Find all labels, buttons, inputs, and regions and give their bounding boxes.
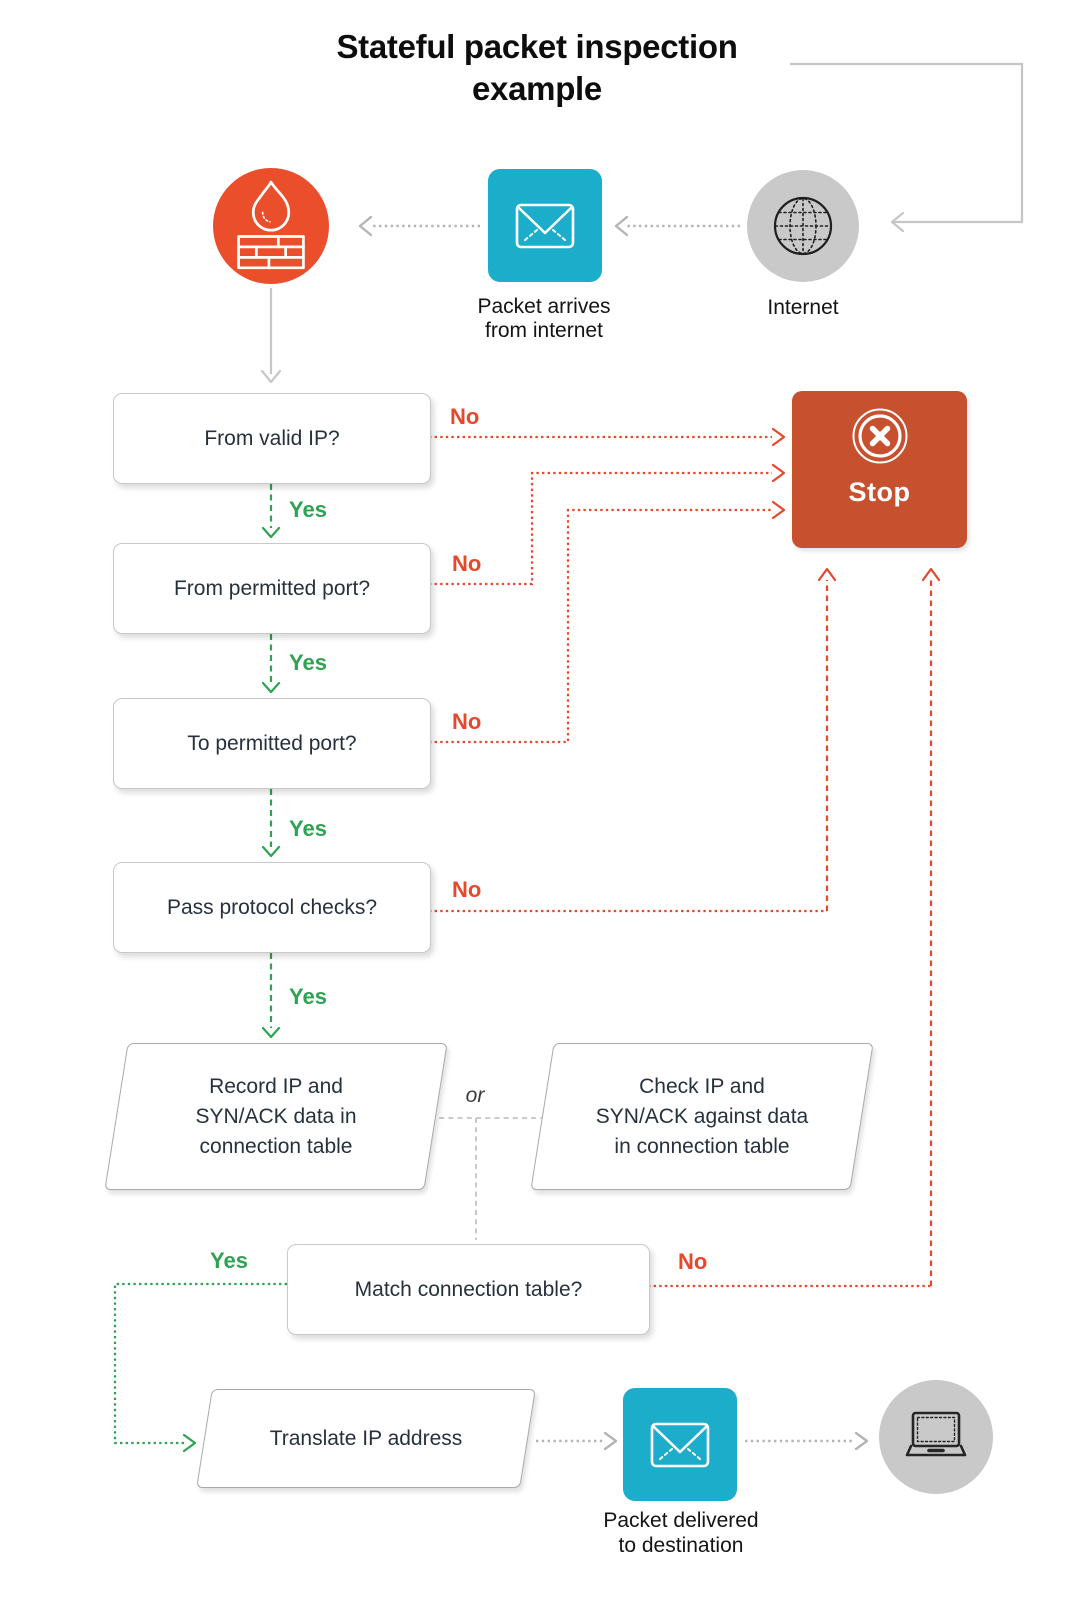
process-check-node: Check IP and SYN/ACK against data in con…: [530, 1043, 874, 1190]
decision-match-table: Match connection table?: [287, 1244, 650, 1335]
packet-delivered-label: Packet delivered to destination: [556, 1508, 806, 1558]
envelope-icon: [650, 1422, 710, 1467]
decision-to-port: To permitted port?: [113, 698, 431, 789]
decision-protocol-text: Pass protocol checks?: [166, 895, 378, 919]
firewall-node: [213, 168, 329, 284]
no-connector-protocol: [429, 567, 837, 913]
firewall-down-connector: [260, 288, 282, 384]
translate-to-packet-connector: [536, 1431, 618, 1451]
process-check-line3: in connection table: [614, 1134, 790, 1158]
process-translate-text: Translate IP address: [269, 1426, 463, 1450]
page-title: Stateful packet inspection example: [242, 26, 832, 110]
packet-arrives-label-line2: from internet: [485, 319, 603, 342]
no-label-5: No: [678, 1249, 708, 1274]
internet-label: Internet: [767, 296, 839, 319]
packet-arrives-label: Packet arrives from internet: [419, 295, 669, 343]
process-check-text: Check IP and SYN/ACK against data in con…: [596, 1072, 808, 1162]
no-label-3: No: [452, 709, 482, 734]
process-record-node: Record IP and SYN/ACK data in connection…: [104, 1043, 448, 1190]
process-translate-node: Translate IP address: [196, 1389, 536, 1488]
or-label: or: [465, 1084, 485, 1107]
no-label-1: No: [450, 404, 480, 429]
yes-label-3: Yes: [289, 816, 327, 841]
firewall-icon: [237, 180, 305, 270]
process-record-line2: SYN/ACK data in: [195, 1104, 357, 1128]
laptop-icon: [905, 1411, 967, 1457]
decision-match-table-text: Match connection table?: [354, 1277, 583, 1301]
process-record-line1: Record IP and: [209, 1074, 343, 1098]
packet-delivered-label-line2: to destination: [618, 1534, 744, 1557]
title-line1: Stateful packet inspection: [336, 28, 738, 65]
stop-label: Stop: [848, 477, 911, 507]
process-record-line3: connection table: [199, 1134, 353, 1158]
yes-connector-2: [261, 634, 281, 694]
decision-valid-ip-text: From valid IP?: [204, 426, 340, 450]
globe-icon: [773, 196, 833, 256]
decision-from-port-text: From permitted port?: [173, 576, 371, 600]
packet-to-firewall-connector: [358, 215, 480, 237]
stop-node: Stop: [792, 391, 967, 548]
stop-x-icon: [852, 408, 907, 464]
destination-node: [879, 1380, 993, 1494]
no-connector-valid-ip: [429, 427, 786, 447]
no-connector-from-port: [429, 463, 786, 586]
yes-connector-4: [261, 953, 281, 1039]
process-record-text: Record IP and SYN/ACK data in connection…: [195, 1072, 356, 1162]
internet-node: [747, 170, 859, 282]
title-line2: example: [472, 70, 602, 107]
yes-label-5: Yes: [210, 1248, 248, 1273]
process-check-line2: SYN/ACK against data: [595, 1104, 809, 1128]
decision-valid-ip: From valid IP?: [113, 393, 431, 484]
no-connector-to-port: [429, 500, 786, 744]
yes-connector-3: [261, 789, 281, 858]
yes-label-2: Yes: [289, 650, 327, 675]
decision-from-port: From permitted port?: [113, 543, 431, 634]
packet-delivered-node: [623, 1388, 737, 1501]
packet-to-laptop-connector: [745, 1431, 869, 1451]
envelope-icon: [515, 203, 575, 248]
process-check-line1: Check IP and: [639, 1074, 765, 1098]
packet-delivered-label-line1: Packet delivered: [603, 1509, 759, 1532]
no-label-2: No: [452, 551, 482, 576]
internet-to-packet-connector: [614, 215, 740, 237]
decision-to-port-text: To permitted port?: [187, 731, 357, 755]
yes-label-1: Yes: [289, 497, 327, 522]
packet-arrives-label-line1: Packet arrives: [477, 295, 611, 318]
yes-connector-1: [261, 484, 281, 539]
or-junction-connector: [430, 1117, 544, 1240]
decision-protocol: Pass protocol checks?: [113, 862, 431, 953]
no-label-4: No: [452, 877, 482, 902]
packet-arrives-node: [488, 169, 602, 282]
yes-label-4: Yes: [289, 984, 327, 1009]
